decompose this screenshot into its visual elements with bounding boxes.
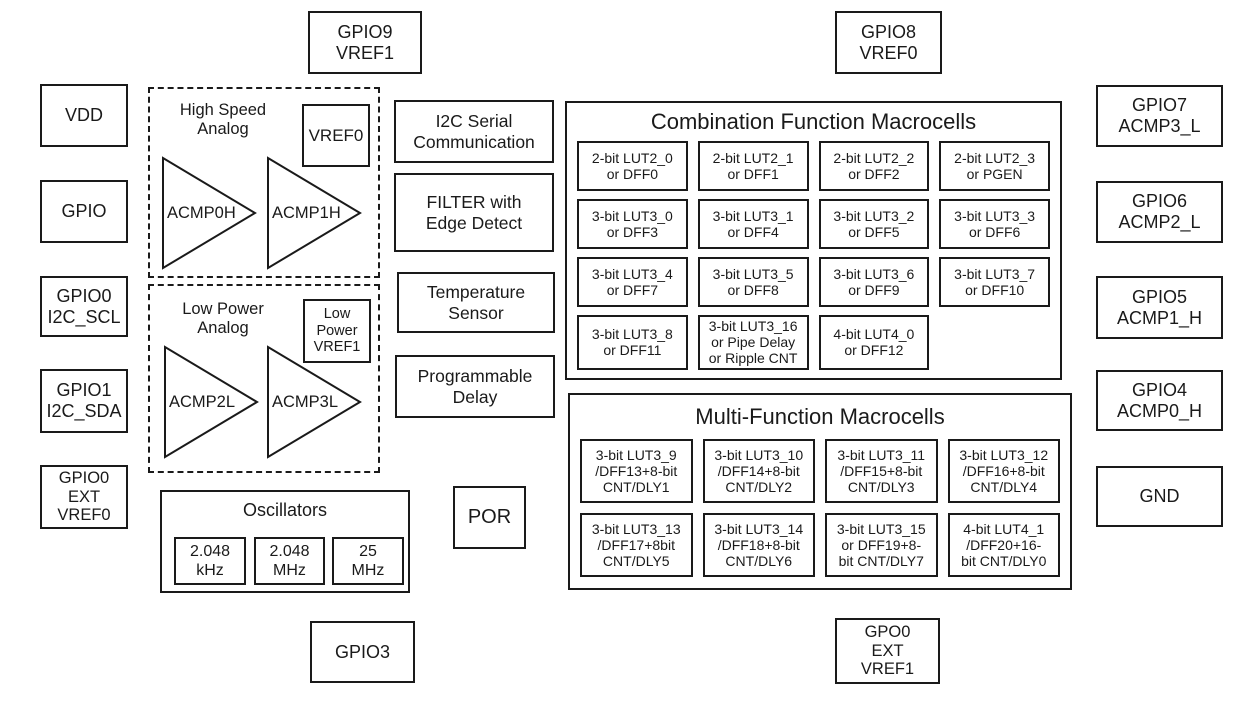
- peripheral-i2c-serial: I2C Serial Communication: [394, 100, 554, 163]
- comparator-triangle-shape: [267, 345, 362, 459]
- low-power-vref1-box: Low Power VREF1: [303, 299, 371, 363]
- pin-gpio7-acmp3-l: GPIO7 ACMP3_L: [1096, 85, 1223, 147]
- oscillator-2048mhz: 2.048 MHz: [254, 537, 325, 585]
- macrocell-cell: 3-bit LUT3_0 or DFF3: [577, 199, 688, 249]
- high-speed-analog-label: High Speed Analog: [179, 101, 267, 139]
- comparator-triangle-shape: [164, 345, 259, 459]
- peripheral-por: POR: [453, 486, 526, 549]
- pin-gpio9-vref1: GPIO9 VREF1: [308, 11, 422, 74]
- pin-vdd: VDD: [40, 84, 128, 147]
- oscillators-section: Oscillators 2.048 kHz 2.048 MHz 25 MHz: [160, 490, 410, 593]
- pin-gpio5-acmp1-h: GPIO5 ACMP1_H: [1096, 276, 1223, 339]
- macrocell-cell: 2-bit LUT2_3 or PGEN: [939, 141, 1050, 191]
- multi-function-cell: 3-bit LUT3_15 or DFF19+8- bit CNT/DLY7: [825, 513, 938, 577]
- multi-function-macrocells-section: Multi-Function Macrocells 3-bit LUT3_9 /…: [568, 393, 1072, 590]
- high-speed-analog-section: High Speed Analog VREF0 ACMP0H ACMP1H: [148, 87, 380, 278]
- oscillators-title: Oscillators: [242, 500, 327, 520]
- macrocell-cell: 3-bit LUT3_8 or DFF11: [577, 315, 688, 370]
- macrocell-cell: 3-bit LUT3_1 or DFF4: [697, 199, 809, 249]
- macrocell-cell: 3-bit LUT3_16 or Pipe Delay or Ripple CN…: [697, 315, 809, 370]
- multi-function-cell: 3-bit LUT3_11 /DFF15+8-bit CNT/DLY3: [825, 439, 938, 503]
- macrocell-cell: 3-bit LUT3_3 or DFF6: [939, 199, 1050, 249]
- comparator-acmp2l: ACMP2L: [164, 345, 259, 459]
- combination-macrocells-grid: 2-bit LUT2_0 or DFF0 2-bit LUT2_1 or DFF…: [577, 141, 1050, 370]
- comparator-triangle-shape: [162, 156, 257, 270]
- comparator-acmp2l-label: ACMP2L: [169, 393, 235, 411]
- comparator-acmp1h: ACMP1H: [267, 156, 362, 270]
- peripheral-filter-edge-detect: FILTER with Edge Detect: [394, 173, 554, 252]
- pin-gpio0-i2c-scl: GPIO0 I2C_SCL: [40, 276, 128, 337]
- pin-gpio: GPIO: [40, 180, 128, 243]
- multi-function-cell: 3-bit LUT3_14 /DFF18+8-bit CNT/DLY6: [702, 513, 815, 577]
- multi-function-cell: 3-bit LUT3_10 /DFF14+8-bit CNT/DLY2: [702, 439, 815, 503]
- macrocell-cell: 3-bit LUT3_7 or DFF10: [939, 257, 1050, 307]
- combination-macrocells-title: Combination Function Macrocells: [650, 109, 977, 134]
- pin-gpio4-acmp0-h: GPIO4 ACMP0_H: [1096, 370, 1223, 431]
- macrocell-cell: 4-bit LUT4_0 or DFF12: [818, 315, 930, 370]
- macrocell-cell: 2-bit LUT2_1 or DFF1: [697, 141, 809, 191]
- multi-function-cell: 4-bit LUT4_1 /DFF20+16- bit CNT/DLY0: [947, 513, 1060, 577]
- comparator-acmp3l-label: ACMP3L: [272, 393, 338, 411]
- peripheral-temperature-sensor: Temperature Sensor: [397, 272, 555, 333]
- peripheral-programmable-delay: Programmable Delay: [395, 355, 555, 418]
- low-power-analog-label: Low Power Analog: [182, 300, 264, 338]
- pin-gpio3: GPIO3: [310, 621, 415, 683]
- vref0-box: VREF0: [302, 104, 370, 167]
- combination-macrocells-section: Combination Function Macrocells 2-bit LU…: [565, 101, 1062, 380]
- macrocell-cell: 2-bit LUT2_0 or DFF0: [577, 141, 688, 191]
- pin-gpio0-ext-vref0: GPIO0 EXT VREF0: [40, 465, 128, 529]
- multi-function-macrocells-title: Multi-Function Macrocells: [695, 404, 945, 429]
- comparator-acmp0h-label: ACMP0H: [167, 204, 236, 222]
- comparator-acmp0h: ACMP0H: [162, 156, 257, 270]
- comparator-acmp1h-label: ACMP1H: [272, 204, 341, 222]
- pin-gpio8-vref0: GPIO8 VREF0: [835, 11, 942, 74]
- multi-function-cell: 3-bit LUT3_12 /DFF16+8-bit CNT/DLY4: [947, 439, 1060, 503]
- pin-gpio1-i2c-sda: GPIO1 I2C_SDA: [40, 369, 128, 433]
- pin-gpo0-ext-vref1: GPO0 EXT VREF1: [835, 618, 940, 684]
- multi-function-cell: 3-bit LUT3_9 /DFF13+8-bit CNT/DLY1: [580, 439, 693, 503]
- multi-function-cell: 3-bit LUT3_13 /DFF17+8bit CNT/DLY5: [580, 513, 693, 577]
- macrocell-cell: 3-bit LUT3_5 or DFF8: [697, 257, 809, 307]
- low-power-analog-section: Low Power Analog Low Power VREF1 ACMP2L …: [148, 284, 380, 473]
- comparator-acmp3l: ACMP3L: [267, 345, 362, 459]
- macrocell-cell: 3-bit LUT3_2 or DFF5: [818, 199, 930, 249]
- oscillator-25mhz: 25 MHz: [332, 537, 404, 585]
- comparator-triangle-shape: [267, 156, 362, 270]
- macrocell-cell: 2-bit LUT2_2 or DFF2: [818, 141, 930, 191]
- macrocell-cell: 3-bit LUT3_6 or DFF9: [818, 257, 930, 307]
- pin-gpio6-acmp2-l: GPIO6 ACMP2_L: [1096, 181, 1223, 243]
- pin-gnd: GND: [1096, 466, 1223, 527]
- multi-function-macrocells-grid: 3-bit LUT3_9 /DFF13+8-bit CNT/DLY1 3-bit…: [580, 439, 1060, 577]
- macrocell-cell: 3-bit LUT3_4 or DFF7: [577, 257, 688, 307]
- oscillator-2048khz: 2.048 kHz: [174, 537, 246, 585]
